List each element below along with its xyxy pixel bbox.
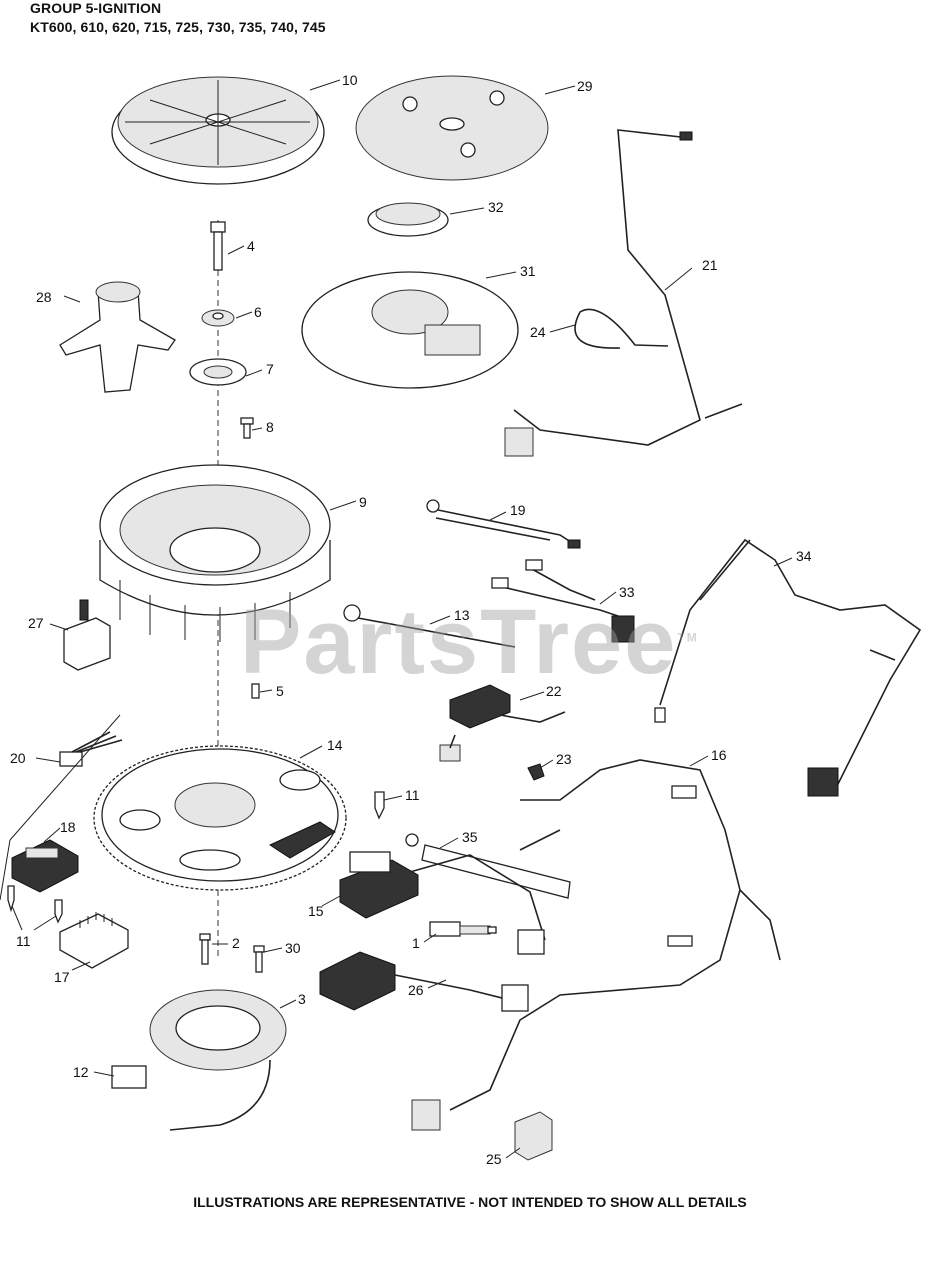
part-10-grass-screen[interactable] [111, 76, 325, 185]
part-20-connector[interactable] [59, 731, 123, 767]
callout-19: 19 [510, 502, 526, 518]
callout-34: 34 [796, 548, 812, 564]
part-18-regulator[interactable] [11, 839, 79, 893]
group-bracket-line [9, 714, 121, 841]
part-9-flywheel-fan[interactable] [99, 464, 331, 642]
callout-8: 8 [266, 419, 274, 435]
part-16-harness[interactable] [411, 759, 781, 1131]
callout-2: 2 [232, 935, 240, 951]
callout-30: 30 [285, 940, 301, 956]
part-4-bolt[interactable] [210, 221, 226, 271]
watermark-logo: PartsTreeTM [240, 591, 699, 693]
part-23-clip[interactable] [527, 763, 545, 781]
callout-25: 25 [486, 1151, 502, 1167]
callout-11: 11 [16, 933, 31, 949]
part-28-bracket[interactable] [59, 281, 176, 393]
callout-23: 23 [556, 751, 572, 767]
part-32-seal[interactable] [367, 202, 449, 237]
part-19-ground-wire[interactable] [426, 499, 581, 549]
part-3-stator[interactable] [149, 989, 287, 1131]
callout-13: 13 [454, 607, 470, 623]
callout-5: 5 [276, 683, 284, 699]
part-7-plate[interactable] [189, 358, 247, 386]
model-list: KT600, 610, 620, 715, 725, 730, 735, 740… [30, 19, 326, 35]
part-31-blower-cover[interactable] [301, 271, 519, 389]
callout-numbers: 10 29 32 31 4 6 7 28 8 9 27 5 14 20 18 1… [10, 72, 812, 1167]
callout-28: 28 [36, 289, 52, 305]
callout-32: 32 [488, 199, 504, 215]
part-30-bolt[interactable] [253, 945, 265, 973]
part-14-flywheel[interactable] [93, 745, 347, 891]
callout-3: 3 [298, 991, 306, 1007]
callout-9: 9 [359, 494, 367, 510]
callout-1: 1 [412, 935, 420, 951]
callout-35: 35 [462, 829, 478, 845]
part-26-coil[interactable] [319, 951, 529, 1012]
callout-4: 4 [247, 238, 255, 254]
callout-15: 15 [308, 903, 324, 919]
part-27-relay[interactable] [63, 599, 111, 671]
part-11-screws[interactable] [7, 791, 385, 924]
callout-33: 33 [619, 584, 635, 600]
group-bracket-line [0, 839, 11, 901]
callout-17: 17 [54, 969, 70, 985]
page-title: GROUP 5-IGNITION [30, 0, 162, 16]
part-12-clip[interactable] [111, 1065, 147, 1089]
callout-16: 16 [711, 747, 727, 763]
part-21-harness[interactable] [504, 129, 743, 457]
callout-12: 12 [73, 1064, 89, 1080]
callout-7: 7 [266, 361, 274, 377]
part-1-spark-plug[interactable] [429, 921, 497, 937]
callout-20: 20 [10, 750, 26, 766]
part-24-tie-strap[interactable] [574, 308, 669, 349]
callout-24: 24 [530, 324, 546, 340]
callout-21: 21 [702, 257, 718, 273]
callout-27: 27 [28, 615, 44, 631]
part-2-bolt[interactable] [199, 933, 211, 965]
part-6-washer[interactable] [201, 309, 235, 327]
part-13-lead-wire[interactable] [343, 604, 516, 648]
part-8-screw[interactable] [240, 417, 254, 439]
part-29-debris-screen[interactable] [355, 75, 549, 181]
callout-14: 14 [327, 737, 343, 753]
callout-11: 11 [405, 787, 420, 803]
part-15-ignition-coil[interactable] [339, 851, 546, 955]
callout-18: 18 [60, 819, 76, 835]
callout-10: 10 [342, 72, 358, 88]
callout-6: 6 [254, 304, 262, 320]
callout-leaders [11, 79, 793, 1159]
callout-29: 29 [577, 78, 593, 94]
disclaimer-footer: ILLUSTRATIONS ARE REPRESENTATIVE - NOT I… [193, 1194, 747, 1210]
callout-22: 22 [546, 683, 562, 699]
part-33-lead[interactable] [491, 559, 635, 643]
part-25-connector[interactable] [514, 1111, 553, 1161]
callout-31: 31 [520, 263, 536, 279]
callout-26: 26 [408, 982, 424, 998]
part-5-key[interactable] [251, 683, 260, 699]
part-17-rectifier[interactable] [59, 912, 129, 969]
part-34-harness[interactable] [654, 538, 922, 797]
part-22-ignition-module[interactable] [439, 684, 566, 762]
